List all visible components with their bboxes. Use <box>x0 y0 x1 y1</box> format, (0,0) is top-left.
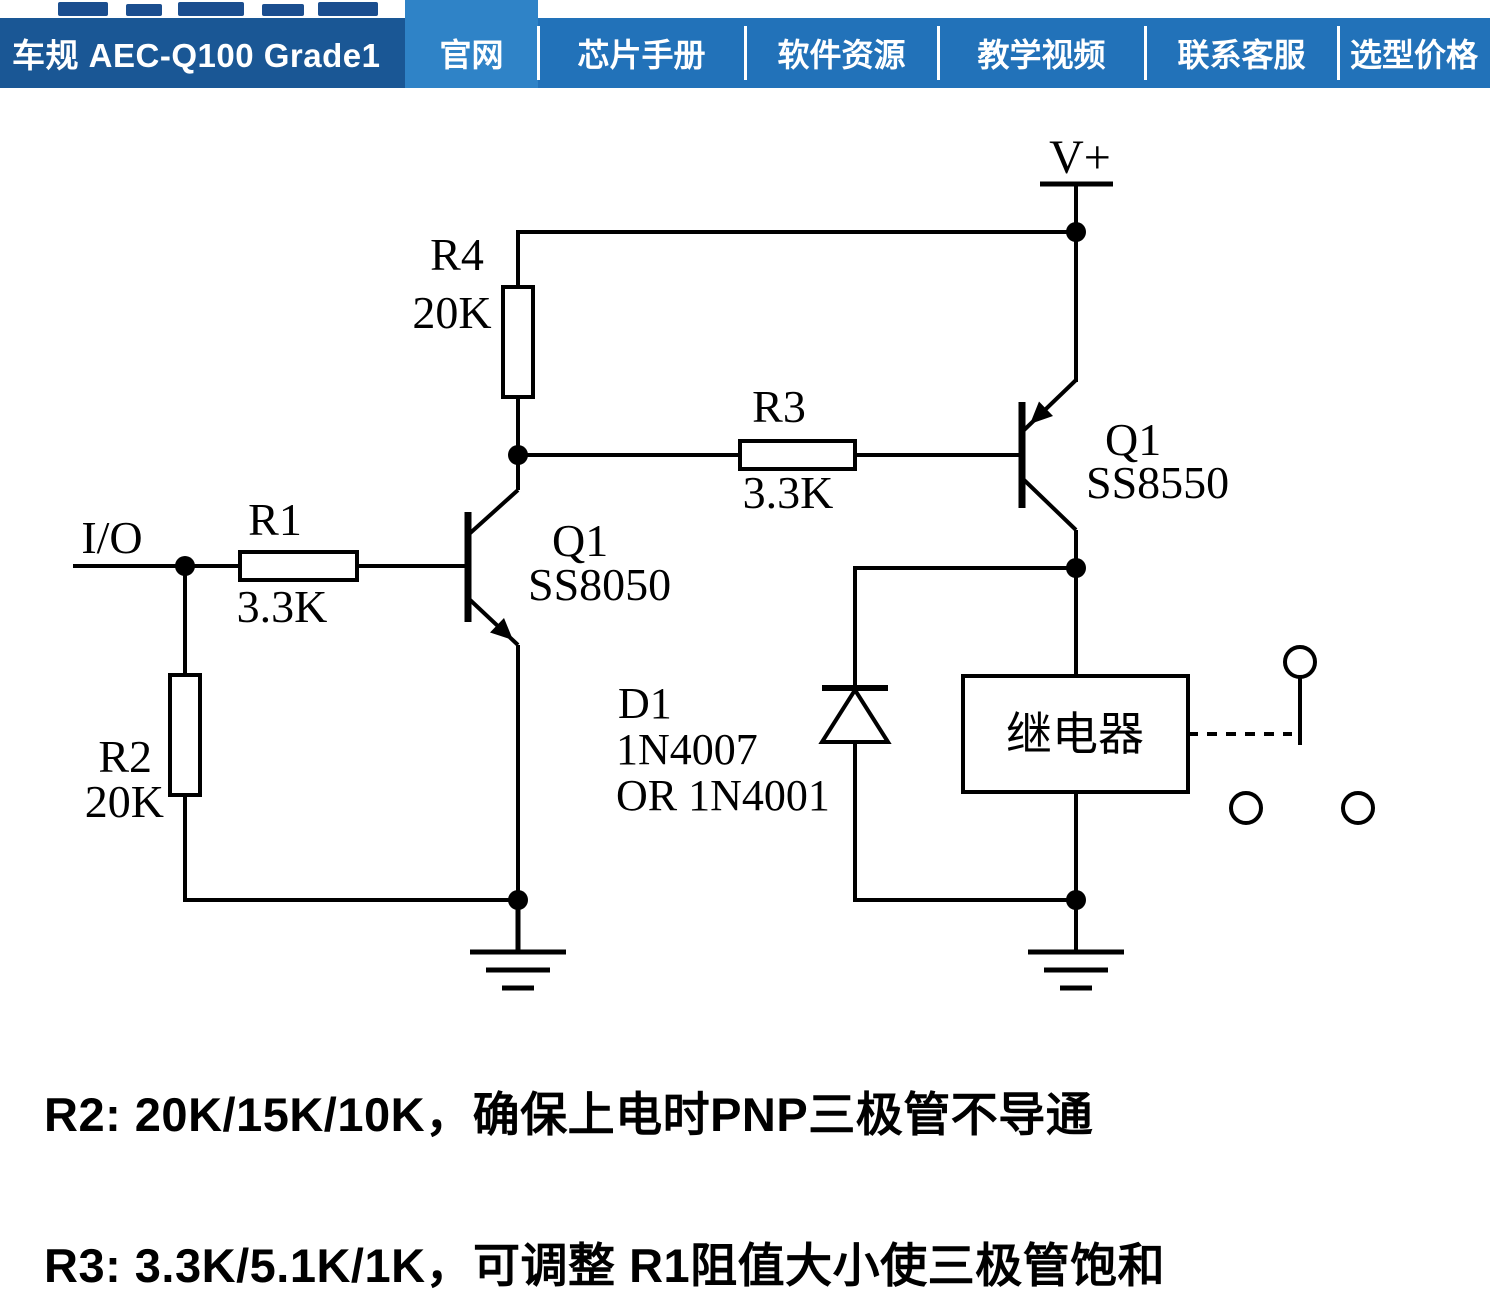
note-r2: R2: 20K/15K/10K，确保上电时PNP三极管不导通 <box>44 1088 1094 1141</box>
cutoff-text-fragment <box>318 2 378 16</box>
cutoff-text-fragment <box>126 4 162 16</box>
resistor-r2: R2 20K <box>85 673 202 827</box>
q1-npn-model-label: SS8050 <box>528 559 671 610</box>
power-rail-vplus: V+ <box>1040 131 1113 187</box>
wires <box>73 182 1078 954</box>
junction-dots <box>175 222 1086 910</box>
q1-npn-name-label: Q1 <box>552 515 608 566</box>
resistor-r1: R1 3.3K <box>237 494 359 632</box>
q1-pnp-name-label: Q1 <box>1105 414 1161 465</box>
r4-name-label: R4 <box>430 229 484 280</box>
nav-item-contact-support[interactable]: 联系客服 <box>1143 18 1338 88</box>
r4-value-label: 20K <box>412 287 491 338</box>
io-input-label: I/O <box>81 512 142 563</box>
circuit-diagram-area: V+ R4 20K R3 3.3K R1 3.3K <box>0 88 1490 1050</box>
r2-name-label: R2 <box>98 731 152 782</box>
nav-item-official-site[interactable]: 官网 <box>405 0 538 88</box>
transistor-ss8050-npn: Q1 SS8050 <box>464 455 671 900</box>
d1-model-label: 1N4007 <box>616 725 758 774</box>
top-navbar: 车规 AEC-Q100 Grade1 官网 芯片手册 软件资源 教学视频 联系客… <box>0 0 1490 88</box>
nav-item-software-resources[interactable]: 软件资源 <box>743 18 938 88</box>
nav-item-teaching-videos[interactable]: 教学视频 <box>936 18 1145 88</box>
nav-brand-grade-badge: 车规 AEC-Q100 Grade1 <box>0 18 405 88</box>
cutoff-text-fragment <box>58 2 108 16</box>
r1-value-label: 3.3K <box>237 581 328 632</box>
ground-symbol-right <box>1028 949 1124 991</box>
cutoff-text-fragment <box>262 4 304 16</box>
d1-alt-model-label: OR 1N4001 <box>616 771 830 820</box>
circuit-diagram-svg: V+ R4 20K R3 3.3K R1 3.3K <box>73 131 1375 991</box>
transistor-ss8550-pnp: Q1 SS8550 <box>1018 378 1229 568</box>
q1-pnp-model-label: SS8550 <box>1086 457 1229 508</box>
design-notes: R2: 20K/15K/10K，确保上电时PNP三极管不导通 R3: 3.3K/… <box>0 1050 1490 1296</box>
resistor-r4: R4 20K <box>412 229 535 399</box>
nav-items: 官网 芯片手册 软件资源 教学视频 联系客服 选型价格 <box>405 0 1490 88</box>
vplus-label: V+ <box>1049 131 1111 184</box>
diode-d1: D1 1N4007 OR 1N4001 <box>616 679 892 820</box>
nav-item-selection-pricing[interactable]: 选型价格 <box>1336 18 1490 88</box>
cutoff-text-fragment <box>178 2 244 16</box>
relay-box: 继电器 <box>961 674 1190 794</box>
r3-name-label: R3 <box>752 381 806 432</box>
r3-value-label: 3.3K <box>743 467 834 518</box>
nav-main-row: 车规 AEC-Q100 Grade1 官网 芯片手册 软件资源 教学视频 联系客… <box>0 0 1490 88</box>
r2-value-label: 20K <box>85 776 164 827</box>
note-r3: R3: 3.3K/5.1K/1K，可调整 R1阻值大小使三极管饱和 <box>44 1239 1166 1292</box>
relay-label: 继电器 <box>1006 709 1144 760</box>
r1-name-label: R1 <box>248 494 302 545</box>
ground-symbol-left <box>470 900 566 991</box>
nav-item-chip-manual[interactable]: 芯片手册 <box>536 18 745 88</box>
cutoff-header-decor <box>0 0 1490 18</box>
relay-contacts <box>1188 645 1375 825</box>
d1-name-label: D1 <box>618 679 672 728</box>
resistor-r3: R3 3.3K <box>738 381 857 518</box>
